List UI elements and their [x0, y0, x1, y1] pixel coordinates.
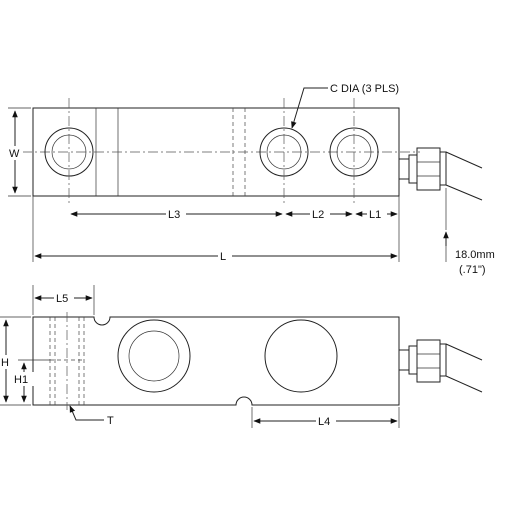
dim-l1: L1 — [355, 207, 398, 221]
thread-label: T — [107, 415, 114, 427]
dim-l3-label: L3 — [168, 209, 180, 221]
dim-l3: L3 — [70, 207, 283, 221]
beam-body-top — [32, 107, 400, 197]
cable-mm-label: 18.0mm — [455, 249, 495, 261]
cable-side — [440, 343, 483, 393]
mounting-hole-1 — [44, 98, 94, 206]
cable-gland-top — [398, 147, 441, 191]
dim-l4: L4 — [251, 407, 400, 428]
cable-top — [440, 151, 483, 201]
top-view: C DIA (3 PLS) W L3 L2 L1 — [8, 83, 495, 276]
thread-callout: T — [69, 405, 114, 427]
dim-w: W — [8, 107, 31, 197]
mounting-hole-2 — [259, 98, 309, 206]
dim-l4-label: L4 — [318, 416, 330, 428]
dim-l2: L2 — [285, 207, 353, 221]
hole-callout-label: C DIA (3 PLS) — [330, 83, 399, 95]
dim-h1-label: H1 — [14, 374, 28, 386]
mounting-hole-3 — [329, 98, 379, 206]
dim-h-label: H — [1, 357, 9, 369]
dim-h1: H1 — [14, 359, 50, 403]
dim-h: H — [0, 316, 31, 406]
dim-l5: L5 — [32, 285, 95, 315]
dim-l: L — [34, 249, 398, 263]
dim-w-label: W — [9, 148, 20, 160]
strain-pocket-1 — [117, 319, 191, 393]
dim-cable: 18.0mm (.71") — [443, 188, 495, 276]
dim-l1-label: L1 — [369, 209, 381, 221]
thread-hole — [49, 312, 85, 410]
side-view: L5 H H1 T L4 — [0, 285, 483, 428]
dim-l5-label: L5 — [56, 293, 68, 305]
strain-pocket-2 — [264, 319, 338, 393]
hole-callout: C DIA (3 PLS) — [291, 83, 399, 129]
cable-gland-side — [398, 339, 441, 383]
cable-in-label: (.71") — [459, 264, 486, 276]
dim-l-label: L — [220, 251, 226, 263]
dim-l2-label: L2 — [312, 209, 324, 221]
beam-body-side — [32, 316, 400, 406]
